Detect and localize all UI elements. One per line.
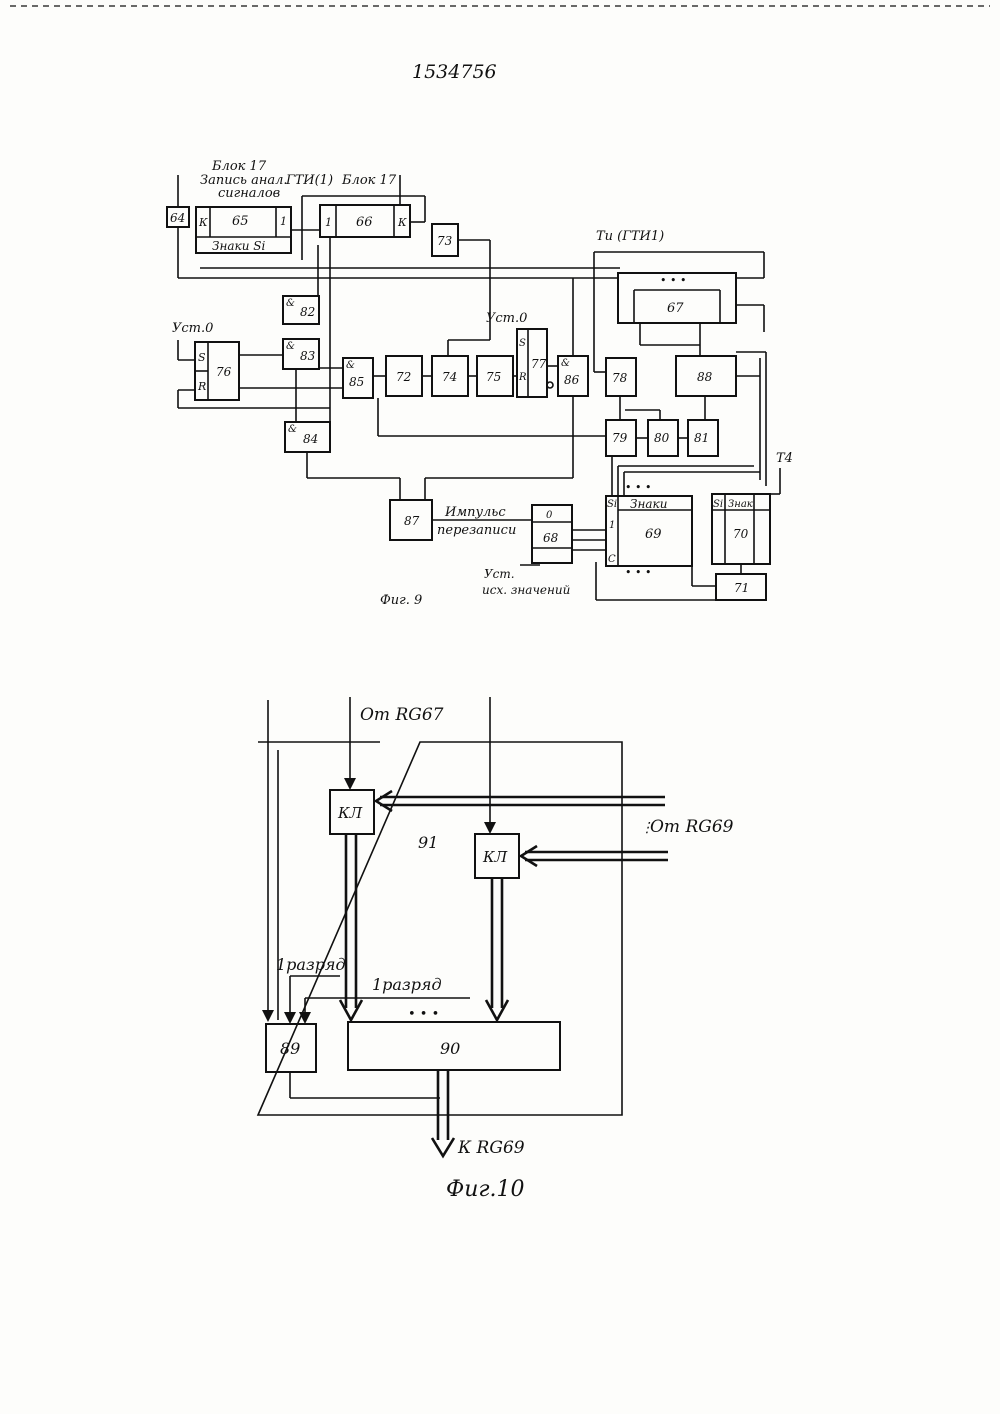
block-66-label: 66 — [356, 215, 373, 230]
label-to-rg69: К RG69 — [457, 1138, 525, 1158]
bus-arrow — [521, 846, 537, 866]
label-bit1-left: 1разряд — [276, 955, 346, 974]
patent-number: 1534756 — [412, 61, 497, 83]
dots-69-top: • • • — [625, 481, 651, 494]
block-64-label: 64 — [170, 211, 185, 225]
label-znaki-69: Знаки — [630, 497, 667, 511]
figure-9-caption: Фиг. 9 — [380, 593, 422, 608]
figure-9: Блок 17 Запись анал. сигналов ГТИ(1) Бло… — [167, 159, 793, 608]
block-69-label: 69 — [645, 527, 662, 542]
label-block17-left: Блок 17 — [211, 159, 267, 174]
block-86-label: 86 — [564, 373, 580, 387]
block-89-label: 89 — [280, 1039, 300, 1058]
label-impulse-line2: перезаписи — [437, 523, 516, 538]
pin-1-69: 1 — [609, 520, 615, 531]
pin-and-82: & — [286, 298, 295, 309]
dots-67: • • • — [660, 274, 686, 287]
pin-and-86: & — [561, 358, 570, 369]
pin-and-83: & — [286, 341, 295, 352]
block-84-label: 84 — [303, 432, 318, 446]
block-79-label: 79 — [612, 431, 628, 445]
block-90-label: 90 — [440, 1039, 460, 1058]
pin-s-76: S — [198, 351, 206, 364]
pin-si-69: Si — [607, 499, 617, 510]
bus-arrow — [340, 1000, 362, 1020]
block-91-label: 91 — [418, 833, 438, 852]
bus-arrow — [376, 791, 392, 811]
block-88-label: 88 — [697, 370, 713, 384]
label-znaki-si: Знаки Si — [212, 239, 265, 253]
block-80-label: 80 — [654, 431, 670, 445]
label-ust-ish-line1: Уст. — [484, 567, 515, 581]
label-block17-right: Блок 17 — [341, 173, 397, 188]
label-gti1-top: ГТИ(1) — [285, 173, 333, 188]
block-87-label: 87 — [404, 514, 420, 528]
label-from-rg67: От RG67 — [360, 705, 444, 725]
block-68-label: 68 — [543, 531, 559, 545]
pin-1-66: 1 — [325, 216, 332, 229]
block-85-label: 85 — [349, 375, 364, 389]
block-81-label: 81 — [694, 431, 709, 445]
block-74-label: 74 — [442, 370, 457, 384]
block-70-label: 70 — [733, 527, 749, 541]
dots-69-bottom: • • • — [625, 566, 651, 579]
label-znak-70: Знак — [728, 499, 753, 510]
pin-and-84: & — [288, 424, 297, 435]
pin-r-76: R — [197, 380, 206, 393]
bus-arrow — [432, 1138, 454, 1156]
block-65-label: 65 — [232, 214, 249, 229]
figure-10-caption: Фиг.10 — [446, 1177, 525, 1202]
figure-10: 91 От RG67 КЛ КЛ ⋮ От RG69 • • • 1раз — [258, 697, 734, 1202]
pin-r-77: R — [518, 372, 527, 383]
arrow-head — [484, 822, 496, 834]
pin-1-65: 1 — [280, 215, 287, 228]
pin-k-66: К — [397, 216, 407, 229]
kl-block-2-label: КЛ — [482, 848, 508, 866]
block-67-label: 67 — [667, 301, 684, 316]
pin-0-68: 0 — [546, 510, 553, 521]
label-ust-ish-line2: исх. значений — [482, 583, 570, 597]
label-ti-gti1: Ти (ГТИ1) — [596, 229, 664, 244]
pin-s-77: S — [519, 338, 526, 349]
block-75-label: 75 — [486, 370, 501, 384]
label-record-line2: сигналов — [218, 186, 280, 201]
block-77-label: 77 — [531, 357, 547, 371]
label-t4: Т4 — [776, 451, 793, 466]
label-bit1-mid: 1разряд — [372, 975, 442, 994]
block-76-label: 76 — [216, 365, 232, 379]
arrow-head — [344, 778, 356, 790]
label-impulse-line1: Импульс — [444, 505, 506, 520]
block-82-label: 82 — [300, 305, 315, 319]
block-83-label: 83 — [300, 349, 316, 363]
bus-arrow — [486, 1000, 508, 1020]
arrow-head — [284, 1012, 296, 1024]
kl-block-1-label: КЛ — [337, 804, 363, 822]
pin-k-65: К — [198, 216, 208, 229]
block-72-label: 72 — [396, 370, 411, 384]
block-71-label: 71 — [734, 581, 749, 595]
dots-90: • • • — [408, 1007, 439, 1022]
label-from-rg69: От RG69 — [650, 817, 734, 837]
pin-and-85: & — [346, 360, 355, 371]
pin-si-70: Si — [713, 499, 723, 510]
block-78-label: 78 — [612, 371, 628, 385]
label-ust0-mid: Уст.0 — [486, 311, 527, 326]
block-73-label: 73 — [437, 234, 453, 248]
label-ust0-left: Уст.0 — [172, 321, 213, 336]
pin-c-69: C — [608, 554, 616, 565]
arrow-head — [262, 1010, 274, 1022]
